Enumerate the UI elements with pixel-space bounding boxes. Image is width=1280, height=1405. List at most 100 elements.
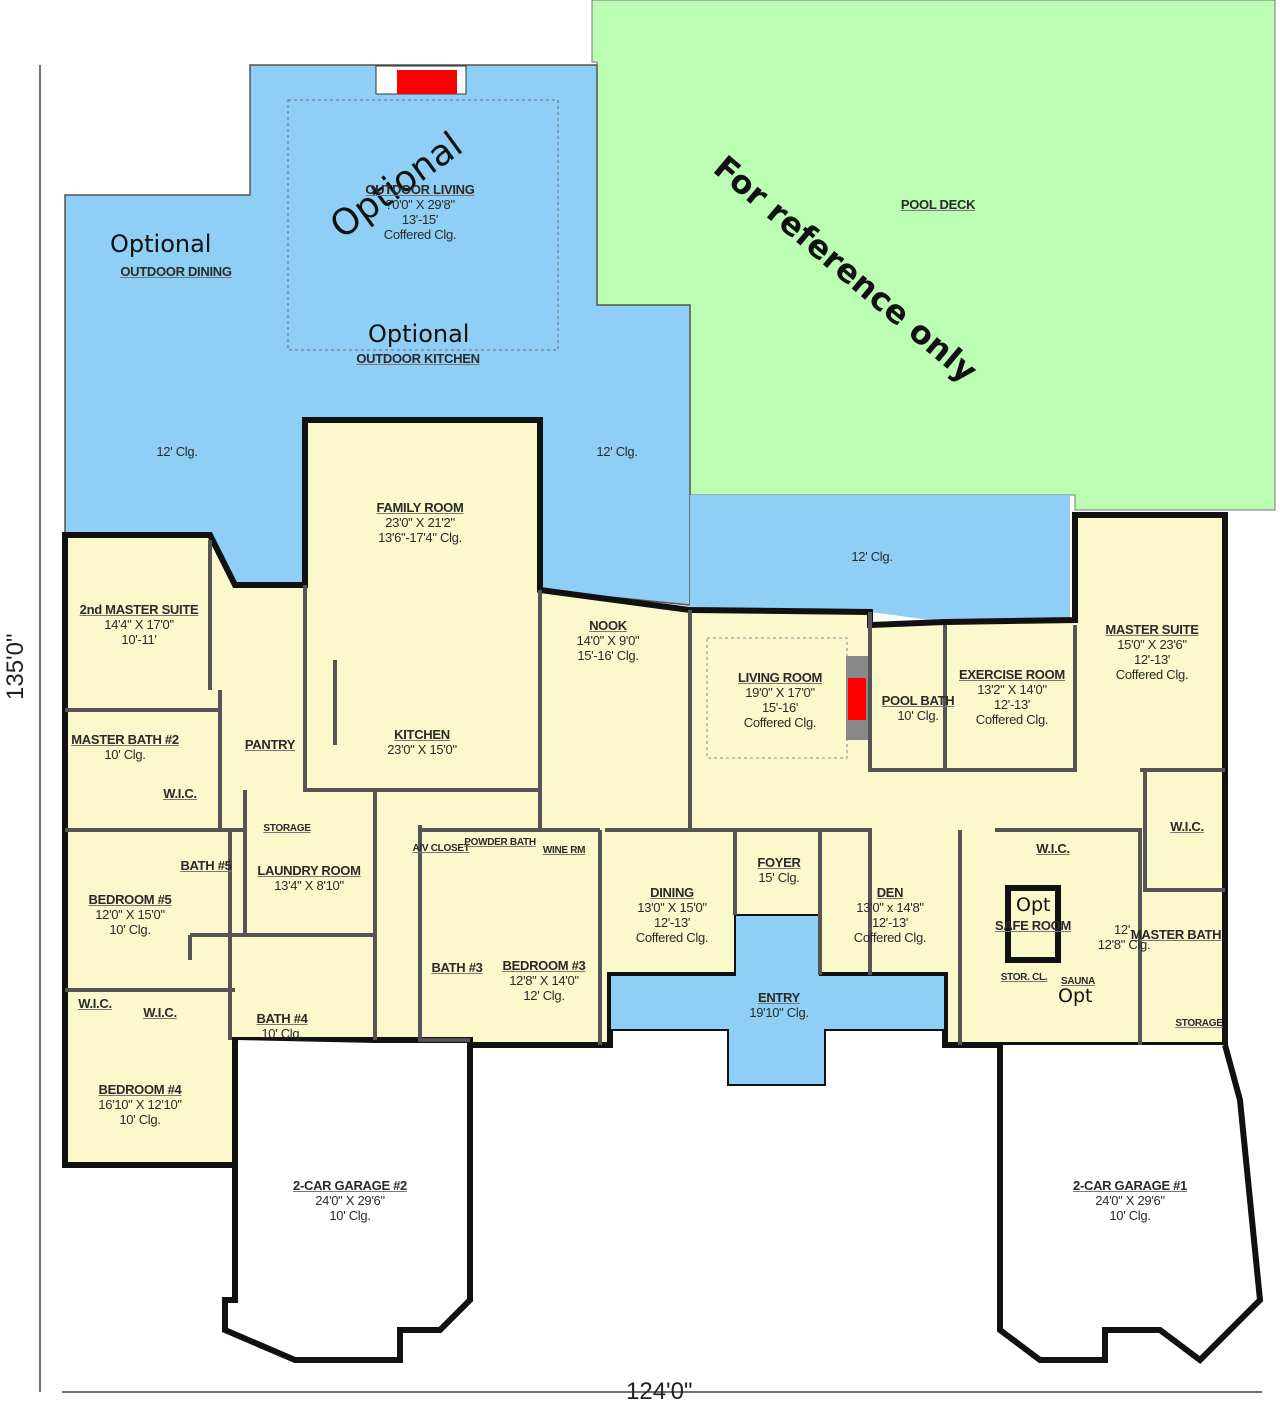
interior-walls bbox=[65, 540, 1225, 1045]
room-label-wic-mb2: W.I.C. bbox=[163, 786, 197, 801]
room-clg1: 15'-16' Clg. bbox=[577, 648, 639, 663]
room-dims: 14'4" X 17'0" bbox=[104, 617, 174, 632]
room-dims: 13'4" X 8'10" bbox=[274, 878, 344, 893]
room-label-sauna: SAUNA bbox=[1061, 976, 1095, 987]
room-name: DEN bbox=[876, 885, 904, 900]
room-name: KITCHEN bbox=[394, 727, 450, 742]
opt-sauna-annotation: Opt bbox=[1058, 985, 1093, 1007]
room-name: WINE RM bbox=[542, 845, 586, 856]
room-dims: 16'10" X 12'10" bbox=[98, 1097, 182, 1112]
room-label-wine-room: WINE RM bbox=[542, 845, 586, 856]
garage-1-walls bbox=[997, 1044, 1264, 1364]
room-label-wic-master-1: W.I.C. bbox=[1170, 819, 1204, 834]
safe-room-walls bbox=[1005, 885, 1061, 963]
room-label-clg-right: 12' Clg. bbox=[851, 549, 893, 564]
room-label-bath-3: BATH #3 bbox=[431, 960, 482, 975]
living-fireplace bbox=[848, 678, 866, 720]
room-clg2: Coffered Clg. bbox=[743, 715, 817, 730]
room-dims: 19'0" X 17'0" bbox=[745, 685, 815, 700]
room-dims: 15'0" X 23'6" bbox=[1117, 637, 1187, 652]
outdoor-fireplace bbox=[397, 70, 457, 94]
room-name: STOR. CL. bbox=[1000, 972, 1048, 983]
room-name: MASTER BATH bbox=[1130, 927, 1222, 942]
room-name: DINING bbox=[650, 885, 694, 900]
optional-dining-annotation: Optional bbox=[110, 230, 212, 258]
room-name: OUTDOOR LIVING bbox=[365, 182, 475, 197]
room-clg1: 12'-13' bbox=[871, 915, 909, 930]
room-clg1: 13'6"-17'4" Clg. bbox=[378, 530, 462, 545]
room-clg2: Coffered Clg. bbox=[853, 930, 927, 945]
room-dims: 23'0" X 15'0" bbox=[387, 742, 457, 757]
room-dims: 24'0" X 29'6" bbox=[1095, 1193, 1165, 1208]
room-dims: 12'8" X 14'0" bbox=[509, 973, 579, 988]
room-name: EXERCISE ROOM bbox=[959, 667, 1065, 682]
room-label-outdoor-kitchen: OUTDOOR KITCHEN bbox=[356, 351, 480, 366]
room-clg1: 15'-16' bbox=[761, 700, 799, 715]
room-name: 2-CAR GARAGE #1 bbox=[1073, 1178, 1187, 1193]
room-label-av-closet: A/V CLOSET bbox=[412, 843, 469, 854]
room-clg1: 12'-13' bbox=[653, 915, 691, 930]
room-clg2: Coffered Clg. bbox=[1115, 667, 1189, 682]
room-label-safe-room: SAFE ROOM bbox=[995, 918, 1071, 933]
room-clg1: 10' Clg. bbox=[104, 747, 146, 762]
room-clg1: 15' Clg. bbox=[758, 870, 800, 885]
room-clg1: 10'-11' bbox=[121, 632, 157, 647]
room-label-wic-bed4-1: W.I.C. bbox=[78, 996, 112, 1011]
room-clg1: 10' Clg. bbox=[109, 922, 151, 937]
opt-safe-room-annotation: Opt bbox=[1016, 894, 1051, 916]
depth-dimension-label: 135'0" bbox=[2, 633, 29, 701]
room-name: NOOK bbox=[589, 618, 627, 633]
coffered-ceiling-outline bbox=[287, 99, 559, 351]
room-clg2: Coffered Clg. bbox=[635, 930, 709, 945]
room-label-outdoor-dining: OUTDOOR DINING bbox=[120, 264, 232, 279]
room-dims: 13'2" X 14'0" bbox=[977, 682, 1047, 697]
room-name: 2nd MASTER SUITE bbox=[79, 602, 199, 617]
room-clg1: 12'-13' bbox=[993, 697, 1031, 712]
room-label-wic-bed4-2: W.I.C. bbox=[143, 1005, 177, 1020]
room-label-bath-5: BATH #5 bbox=[180, 858, 231, 873]
room-name: BEDROOM #4 bbox=[98, 1082, 182, 1097]
room-name: BEDROOM #3 bbox=[502, 958, 586, 973]
room-name: BATH #4 bbox=[256, 1011, 308, 1026]
optional-kitchen-annotation: Optional bbox=[368, 320, 470, 348]
room-label-storage-left: STORAGE bbox=[263, 823, 310, 834]
room-clg1: 10' Clg. bbox=[1109, 1208, 1151, 1223]
room-name: A/V CLOSET bbox=[412, 843, 470, 854]
room-label-master-bath: MASTER BATH bbox=[1130, 927, 1222, 942]
covered-patio-strip bbox=[690, 495, 1070, 625]
room-name: LAUNDRY ROOM bbox=[257, 863, 361, 878]
room-name: W.I.C. bbox=[78, 996, 112, 1011]
room-label-powder-bath: POWDER BATH bbox=[464, 837, 536, 848]
room-label-outdoor-living: OUTDOOR LIVING?0'0" X 29'8"13'-15'Coffer… bbox=[365, 182, 475, 242]
room-dims: 12'0" X 15'0" bbox=[95, 907, 165, 922]
room-dims: 24'0" X 29'6" bbox=[315, 1193, 385, 1208]
room-name: FAMILY ROOM bbox=[376, 500, 464, 515]
room-name: OUTDOOR DINING bbox=[120, 264, 232, 279]
room-clg1: 12' Clg. bbox=[596, 444, 638, 459]
room-name: BEDROOM #5 bbox=[88, 892, 172, 907]
room-name: W.I.C. bbox=[143, 1005, 177, 1020]
room-name: FOYER bbox=[757, 855, 801, 870]
room-name: PANTRY bbox=[244, 737, 296, 752]
living-coffered-outline bbox=[706, 637, 848, 759]
room-clg1: 13'-15' bbox=[401, 212, 439, 227]
room-name: W.I.C. bbox=[1170, 819, 1204, 834]
room-clg1: 10' Clg. bbox=[119, 1112, 161, 1127]
room-clg1: 10' Clg. bbox=[261, 1026, 303, 1041]
room-clg1: 12' Clg. bbox=[156, 444, 198, 459]
room-label-stor-cl: STOR. CL. bbox=[1001, 972, 1048, 983]
room-dims: 13'0" x 14'8" bbox=[856, 900, 924, 915]
room-name: SAFE ROOM bbox=[994, 918, 1072, 933]
room-clg1: 12'-13' bbox=[1133, 652, 1171, 667]
